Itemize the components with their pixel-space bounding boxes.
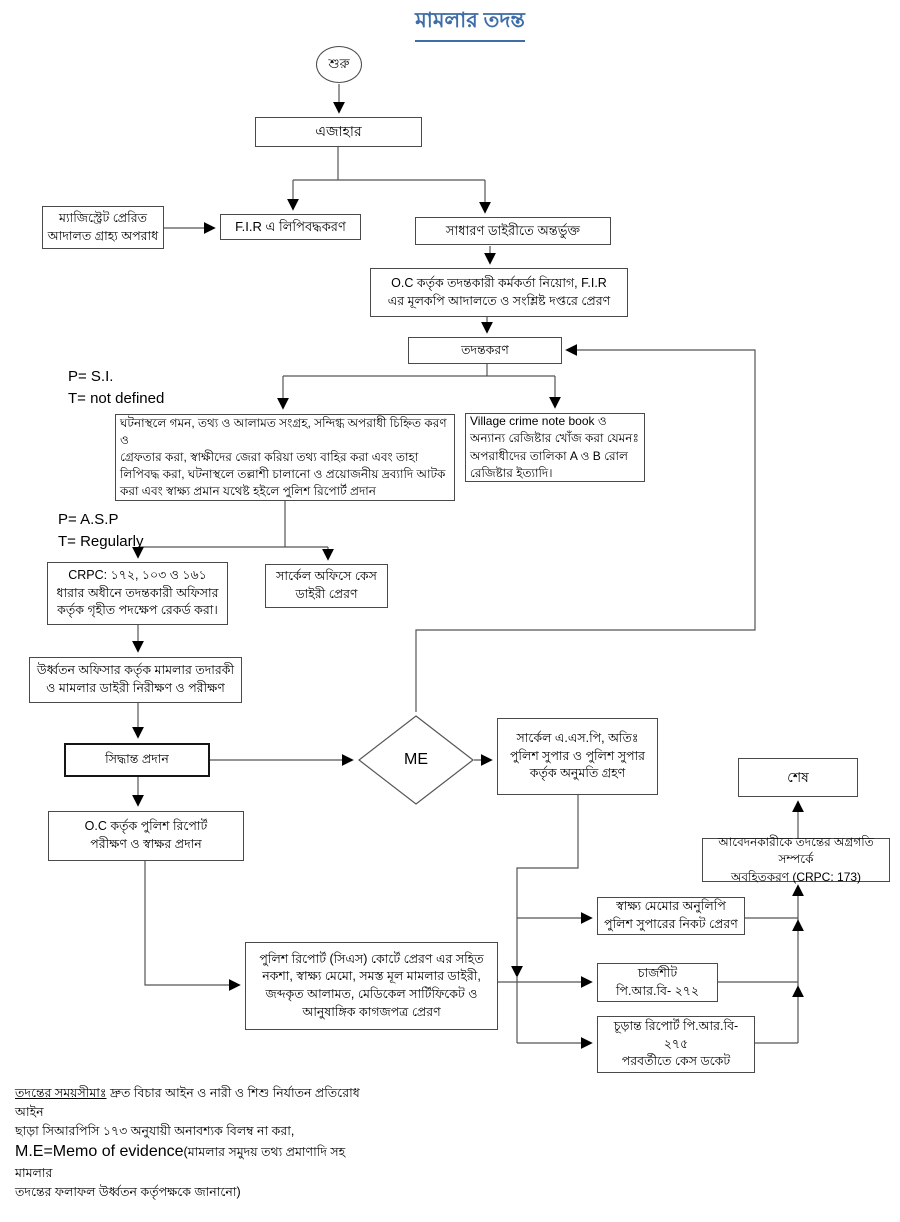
node-crime-scene-actions: ঘটনাস্থলে গমন, তথ্য ও আলামত সংগ্রহ, সন্দ… bbox=[115, 414, 455, 501]
node-inform-applicant: আবেদনকারীকে তদন্তের অগ্রগতি সম্পর্কে অবহ… bbox=[702, 835, 890, 884]
me-diamond-shape bbox=[358, 715, 474, 805]
node-general-diary: সাধারণ ডাইরীতে অন্তর্ভুক্ত bbox=[415, 217, 611, 245]
node-magistrate-offence: ম্যাজিস্ট্রেট প্রেরিত আদালত গ্রাহ্য অপরা… bbox=[42, 206, 164, 249]
node-investigation: তদন্তকরণ bbox=[408, 337, 562, 364]
node-end: শেষ bbox=[738, 758, 858, 797]
node-village-crime-book: Village crime note book ও অন্যান্য রেজিষ… bbox=[465, 413, 645, 482]
footer-line-3: M.E=Memo of evidence(মামলার সমুদয় তথ্য … bbox=[15, 1143, 346, 1181]
label-p-asp: P= A.S.P T= Regularly bbox=[58, 511, 144, 550]
connector-ocreport-csreport bbox=[144, 861, 241, 991]
node-fir-entry: F.I.R এ লিপিবদ্ধকরণ bbox=[220, 214, 361, 240]
connector-approval-junction bbox=[511, 795, 579, 978]
node-memo-copy: স্বাক্ষ্য মেমোর অনুলিপি পুলিশ সুপারের নি… bbox=[597, 897, 745, 935]
node-oc-report-sign: O.C কর্তৃক পুলিশ রিপোর্ট পরীক্ষণ ও স্বাক… bbox=[48, 811, 244, 861]
node-supervision: উর্ধ্বতন অফিসার কর্তৃক মামলার তদারকী ও ম… bbox=[29, 657, 242, 703]
node-me-decision: ME bbox=[404, 751, 428, 768]
node-decision: সিদ্ধান্ত প্রদান bbox=[64, 743, 210, 777]
page-title: মামলার তদন্ত bbox=[0, 4, 900, 42]
node-crpc-record: CRPC: ১৭২, ১০৩ ও ১৬১ ধারার অধীনে তদন্তকা… bbox=[47, 562, 228, 625]
footer-line-2: ছাড়া সিআরপিসি ১৭৩ অনুযায়ী অনাবশ্যক বিল… bbox=[15, 1123, 295, 1138]
label-p-si: P= S.I. T= not defined bbox=[68, 368, 165, 407]
footer-line-4: তদন্তের ফলাফল উর্ধ্বতন কর্তৃপক্ষকে জানান… bbox=[15, 1185, 241, 1199]
node-circle-office: সার্কেল অফিসে কেস ডাইরী প্রেরণ bbox=[265, 564, 388, 608]
node-final-report: চূড়ান্ত রিপোর্ট পি.আর.বি- ২৭৫ পরবর্তীতে… bbox=[597, 1016, 755, 1073]
start-node: শুরু bbox=[316, 46, 362, 83]
node-ejahar: এজাহার bbox=[255, 117, 422, 147]
footer-line-1: তদন্তের সময়সীমাঃ দ্রুত বিচার আইন ও নারী… bbox=[15, 1086, 360, 1119]
node-cs-report: পুলিশ রিপোর্ট (সিএস) কোর্টে প্রেরণ এর সহ… bbox=[245, 942, 498, 1030]
node-approval: সার্কেল এ.এস.পি, অতিঃ পুলিশ সুপার ও পুলি… bbox=[497, 718, 658, 795]
connector-me-feedback bbox=[415, 344, 756, 712]
node-oc-assign: O.C কর্তৃক তদন্তকারী কর্মকর্তা নিয়োগ, F… bbox=[370, 268, 628, 317]
node-chargesheet: চার্জশীট পি.আর.বি- ২৭২ bbox=[597, 963, 718, 1002]
footer-notes: তদন্তের সময়সীমাঃ দ্রুত বিচার আইন ও নারী… bbox=[15, 1084, 385, 1202]
